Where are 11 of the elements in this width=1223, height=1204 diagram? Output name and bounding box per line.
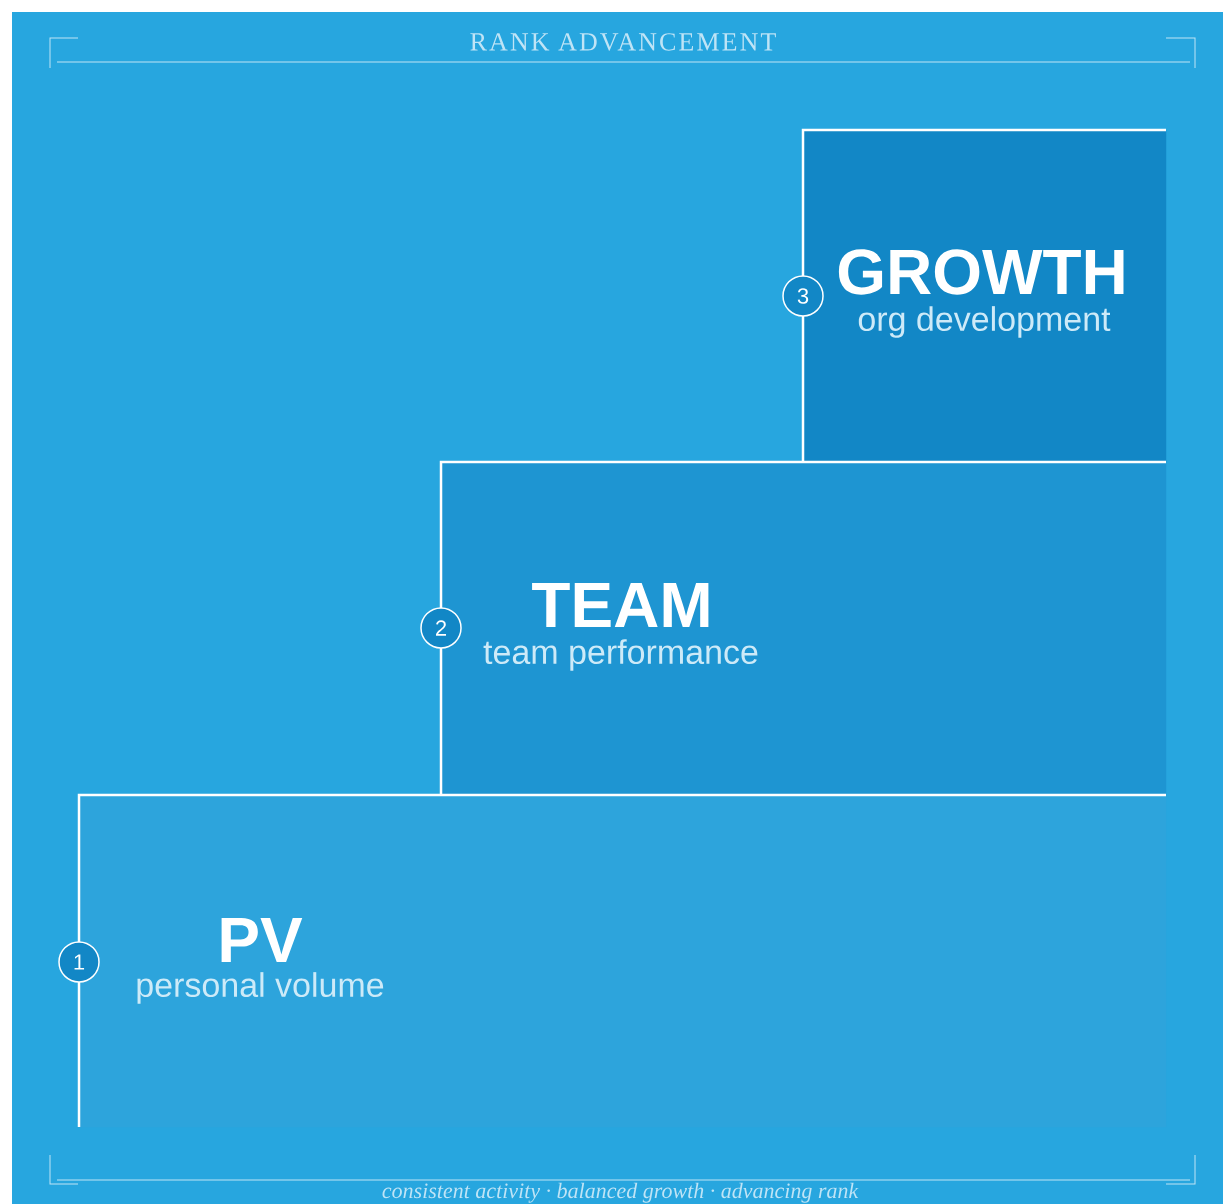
title: RANK ADVANCEMENT	[470, 33, 776, 51]
step-subtitle: team performance	[483, 639, 758, 671]
callout-number: 1	[58, 941, 100, 983]
caption: consistent activity · balanced growth · advancing rank	[382, 1182, 859, 1203]
step-heading: GROWTH	[838, 249, 1124, 295]
step-subtitle: org development	[858, 306, 1111, 338]
callout-number: 2	[420, 607, 462, 649]
step-subtitle: personal volume	[137, 972, 384, 1004]
step-heading: TEAM	[532, 582, 709, 627]
callout-number: 3	[782, 275, 824, 317]
step-heading: PV	[221, 917, 303, 962]
